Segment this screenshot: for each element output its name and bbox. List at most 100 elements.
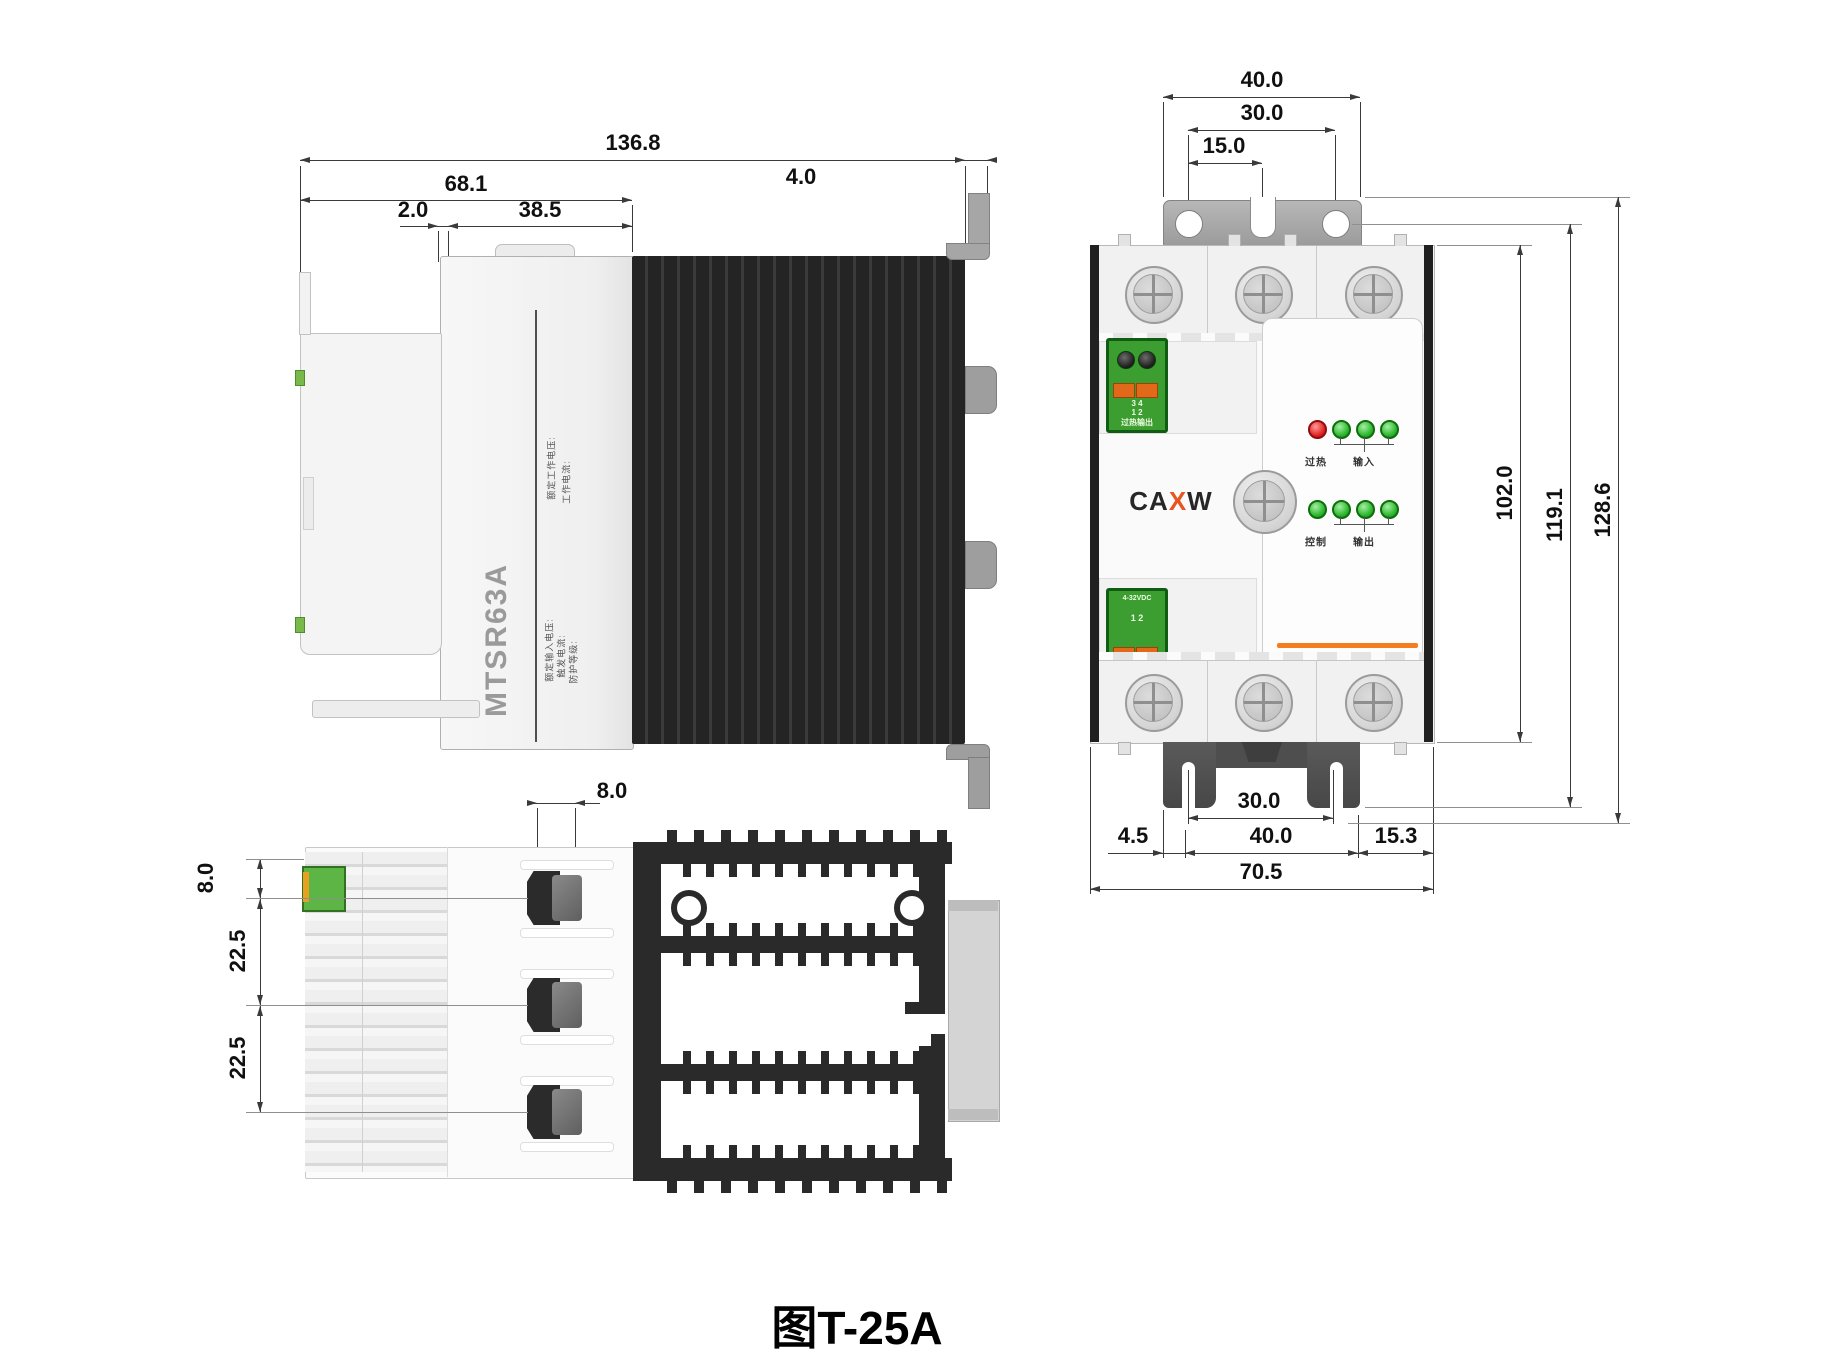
heatsink-bottom-bar — [633, 1158, 952, 1181]
led-label-overheat: 过热 — [1305, 457, 1327, 469]
dim-arrow — [1188, 127, 1198, 133]
dim-label-terminal-width: 8.0 — [596, 778, 628, 803]
dim-label-bracket-span: 119.1 — [1542, 488, 1567, 542]
heatsink-teeth — [650, 830, 950, 843]
terminal-divider — [1207, 660, 1208, 742]
terminal-boot — [552, 982, 582, 1028]
overheat-output-terminal: 3 4 1 2 过热输出 — [1106, 338, 1168, 433]
terminal-screw-slot — [1243, 274, 1283, 314]
heatsink-teeth — [650, 1180, 950, 1193]
heatsink-teeth — [668, 1145, 940, 1159]
dim-arrow — [257, 888, 263, 898]
terminal-pin-screw — [1117, 351, 1135, 369]
leader-line — [246, 1005, 528, 1006]
side-bottom-bracket — [968, 757, 990, 809]
dim-arrow — [1350, 94, 1360, 100]
dim-label-total-width: 136.8 — [605, 130, 661, 155]
front-bracket-hole — [1322, 210, 1350, 238]
side-bottom-slider — [312, 700, 480, 718]
terminal-orange-key — [1113, 383, 1135, 398]
dim-arrow — [257, 1102, 263, 1112]
led-group-line — [1364, 444, 1365, 452]
dim-arrow — [1517, 732, 1523, 742]
dim-label-slot-spacing: 30.0 — [1237, 788, 1281, 813]
dim-label-overall-height: 128.6 — [1590, 482, 1615, 538]
terminal-pin-numbers: 1 2 — [1130, 613, 1144, 623]
dim-arrow — [1188, 815, 1198, 821]
dim-line — [1570, 224, 1571, 807]
ext-line — [987, 166, 988, 200]
dim-label-pitch-2: 22.5 — [225, 1036, 250, 1080]
din-rail — [948, 900, 1000, 1122]
front-body-tab — [1118, 742, 1131, 755]
dim-arrow — [1348, 850, 1358, 856]
slot-pad — [520, 860, 614, 870]
heatsink-fin-bar — [655, 1064, 945, 1081]
led-group-line — [1364, 524, 1365, 532]
led-control — [1308, 500, 1327, 519]
side-top-bracket — [946, 243, 990, 260]
heatsink-right-bar — [919, 1046, 945, 1181]
terminal-pin-screw — [1138, 351, 1156, 369]
dim-label-step: 2.0 — [397, 197, 429, 222]
leader-line — [246, 1112, 528, 1113]
heatsink-right-bar — [919, 842, 945, 1002]
dim-arrow — [1188, 160, 1198, 166]
dim-label-hole-spacing: 30.0 — [1240, 100, 1284, 125]
heatsink-teeth — [668, 1080, 940, 1094]
dim-line — [300, 200, 632, 201]
side-din-latch-bump — [495, 244, 575, 258]
dim-label-side-margin: 15.3 — [1374, 823, 1418, 848]
dim-arrow — [987, 157, 997, 163]
dim-arrow — [527, 800, 537, 806]
bottom-seam — [362, 852, 363, 1172]
front-bracket-bump — [1241, 742, 1283, 762]
terminal-screw-slot — [1353, 682, 1393, 722]
side-model-text: MTSR63A — [480, 562, 513, 718]
dim-label-slot-offset: 4.5 — [1117, 823, 1149, 848]
heatsink-teeth — [668, 863, 940, 877]
ext-line — [1335, 135, 1336, 214]
dim-arrow — [1423, 886, 1433, 892]
terminal-boot — [552, 1089, 582, 1135]
heatsink-top-bar — [633, 842, 952, 864]
dim-arrow — [1153, 850, 1163, 856]
dim-arrow — [1163, 94, 1173, 100]
dim-label-bracket-width-bottom: 40.0 — [1249, 823, 1293, 848]
brand-logo: CAXW — [1121, 486, 1221, 516]
led-input — [1356, 420, 1375, 439]
side-din-clip — [965, 366, 997, 414]
heatsink-teeth — [668, 1051, 940, 1065]
dim-arrow — [257, 995, 263, 1005]
dim-arrow — [1567, 224, 1573, 234]
front-bracket-hole — [1175, 210, 1203, 238]
leader-line — [1352, 224, 1582, 225]
leader-line — [246, 859, 304, 860]
dim-label-bracket-offset: 4.0 — [785, 164, 817, 189]
led-group-line — [1388, 516, 1389, 524]
led-output — [1356, 500, 1375, 519]
led-group-line — [1364, 516, 1365, 524]
terminal-divider — [1207, 246, 1208, 333]
terminal-pin-numbers: 3 4 — [1131, 399, 1143, 408]
terminal-divider — [1316, 246, 1317, 333]
heatsink-screw-channel — [671, 890, 707, 926]
led-output — [1332, 500, 1351, 519]
slot-pad — [520, 1035, 614, 1045]
heatsink-fin-bar — [655, 936, 945, 953]
side-spec-text: 工作电流: — [561, 460, 572, 504]
din-rail-lip — [948, 1109, 998, 1120]
heatsink-din-hook — [931, 1034, 945, 1046]
ext-line — [965, 166, 966, 254]
dim-label-body-width-front: 70.5 — [1239, 859, 1283, 884]
terminal-screw-slot — [1243, 682, 1283, 722]
ext-line — [1333, 770, 1334, 824]
terminal-divider — [1316, 660, 1317, 742]
led-group-line — [1340, 516, 1341, 524]
leader-line — [1437, 742, 1532, 743]
terminal-label: 过热输出 — [1121, 418, 1153, 427]
dim-line — [1188, 163, 1262, 164]
led-input — [1332, 420, 1351, 439]
dim-line — [1520, 245, 1521, 742]
ext-line — [632, 205, 633, 252]
